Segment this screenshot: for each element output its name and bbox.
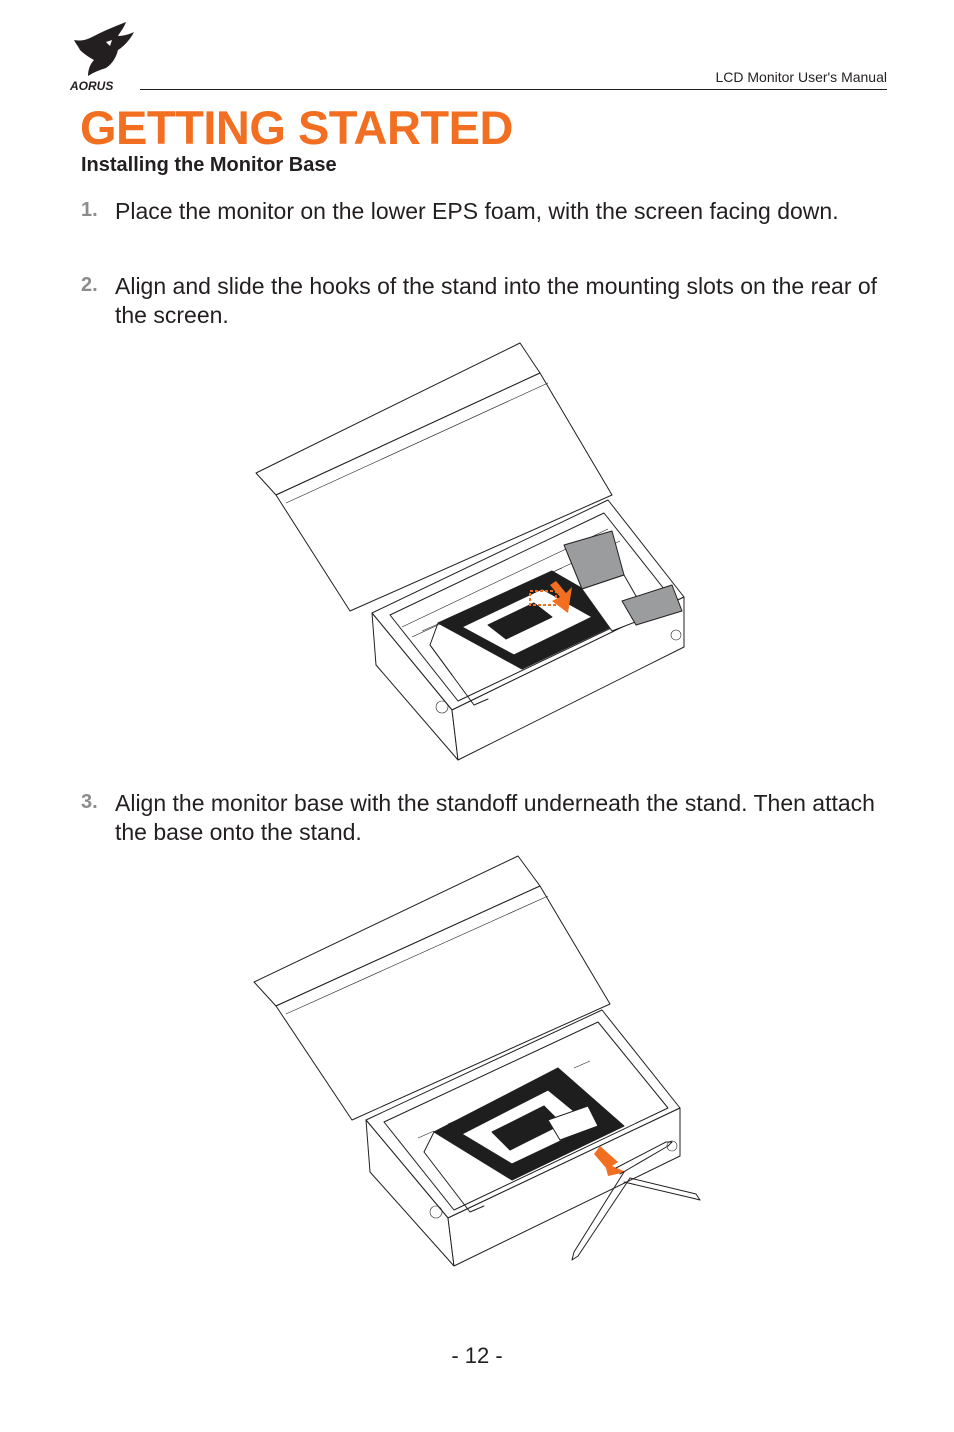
- svg-text:AORUS: AORUS: [69, 79, 113, 93]
- section-heading: Installing the Monitor Base: [81, 154, 337, 176]
- manual-title: LCD Monitor User's Manual: [715, 69, 887, 85]
- figure-attach-base: [248, 850, 708, 1275]
- step-number: 3.: [81, 791, 98, 813]
- step-text: Place the monitor on the lower EPS foam,…: [115, 198, 839, 224]
- aorus-logo: AORUS: [66, 20, 138, 94]
- step-text: Align and slide the hooks of the stand i…: [115, 273, 878, 328]
- page-number: - 12 -: [451, 1343, 503, 1368]
- step-text: Align the monitor base with the standoff…: [115, 790, 875, 845]
- step-number: 1.: [81, 199, 98, 221]
- step-number: 2.: [81, 274, 98, 296]
- page-title: GETTING STARTED: [80, 101, 513, 154]
- figure-install-stand: [252, 335, 712, 770]
- header-rule: [140, 89, 887, 90]
